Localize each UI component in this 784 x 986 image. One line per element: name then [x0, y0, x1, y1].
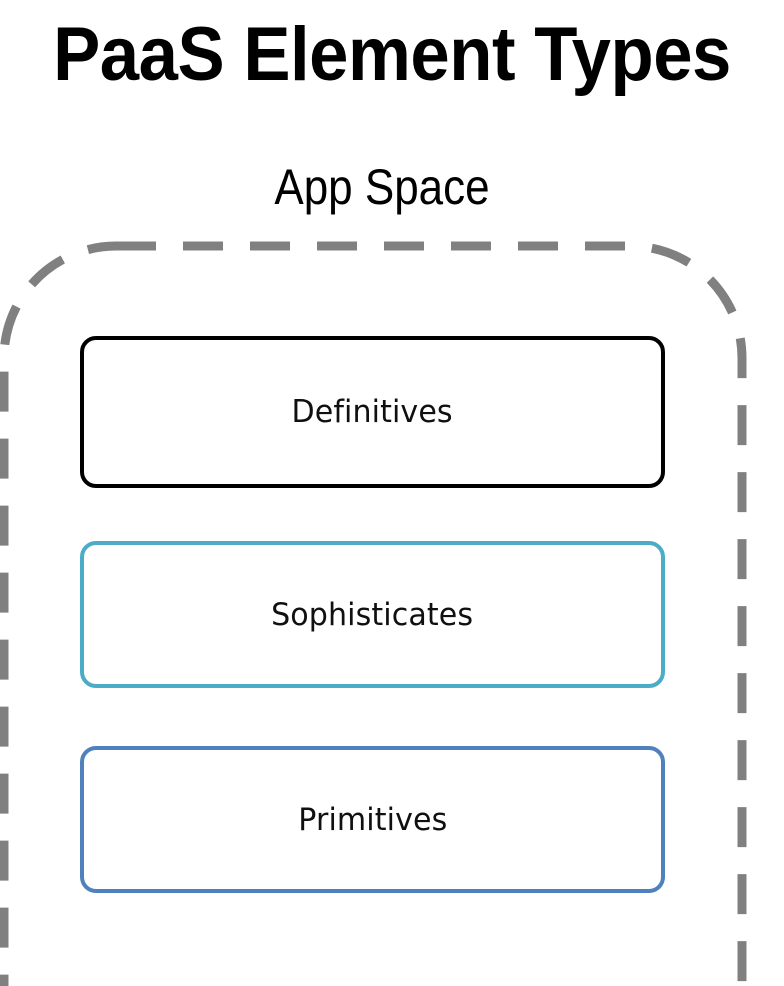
element-label-definitives: Definitives — [291, 394, 454, 430]
element-label-primitives: Primitives — [297, 801, 448, 838]
element-box-sophisticates[interactable]: Sophisticates — [80, 541, 665, 688]
element-box-definitives[interactable]: Definitives — [80, 336, 665, 488]
element-label-sophisticates: Sophisticates — [271, 596, 474, 633]
element-box-primitives[interactable]: Primitives — [80, 746, 665, 893]
app-space-label: App Space — [274, 159, 490, 215]
page-title: PaaS Element Types — [53, 12, 731, 97]
